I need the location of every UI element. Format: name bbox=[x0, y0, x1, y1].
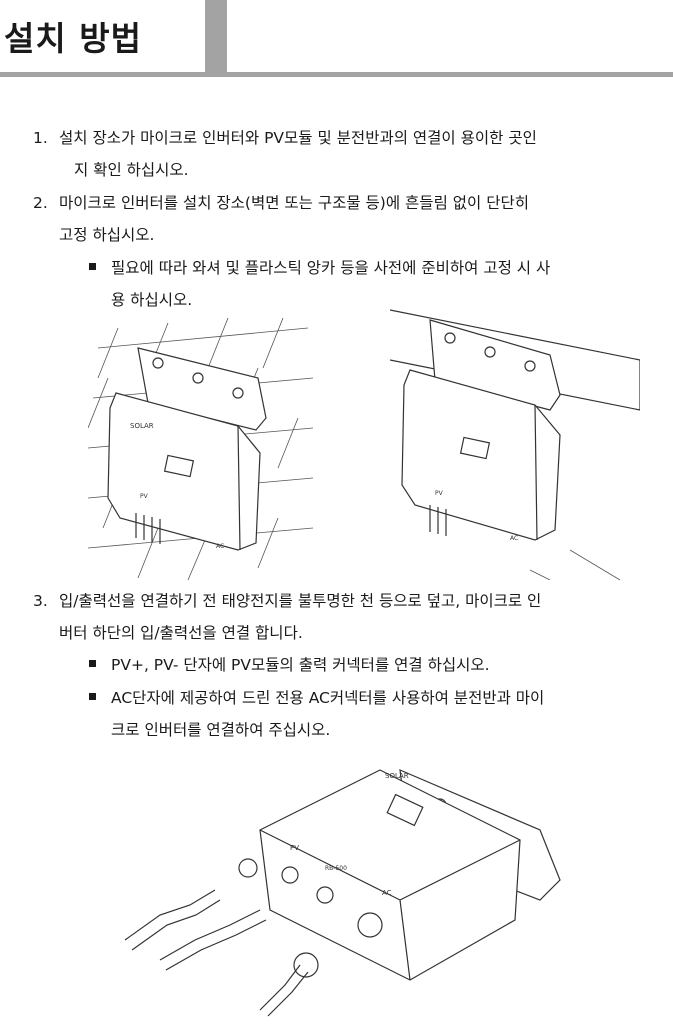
pv-label: PV bbox=[140, 493, 149, 500]
ac-label: AC bbox=[382, 889, 392, 897]
ac-label: AC bbox=[216, 543, 224, 550]
brand-label: SOLAR bbox=[130, 422, 154, 430]
step-text-line: 설치 장소가 마이크로 인버터와 PV모듈 및 분전반과의 연결이 용이한 곳인 bbox=[59, 129, 537, 147]
pv-label: PV bbox=[435, 490, 444, 497]
step-text-line: 고정 하십시오. bbox=[59, 226, 155, 244]
step-text-line: 마이크로 인버터를 설치 장소(벽면 또는 구조물 등)에 흔들림 없이 단단히 bbox=[59, 194, 529, 212]
connector-illustration: SOLAR PV RB-500 AC bbox=[124, 769, 561, 1017]
bullet-text-line: 용 하십시오. bbox=[111, 291, 193, 309]
page-title: 설치 방법 bbox=[4, 19, 142, 58]
brand-label: SOLAR bbox=[385, 772, 409, 780]
bullet-square bbox=[89, 693, 96, 700]
step-text-line: 지 확인 하십시오. bbox=[74, 161, 189, 179]
bullet-text-line: 필요에 따라 와셔 및 플라스틱 앙카 등을 사전에 준비하여 고정 시 사 bbox=[111, 259, 551, 277]
step-text-line: 버터 하단의 입/출력선을 연결 합니다. bbox=[59, 624, 303, 642]
model-label: RB-500 bbox=[325, 865, 347, 872]
step-number: 2. bbox=[33, 194, 48, 212]
header-accent-block bbox=[205, 0, 227, 72]
bullet-text-line: PV+, PV- 단자에 PV모듈의 출력 커넥터를 연결 하십시오. bbox=[111, 656, 490, 674]
step-number: 1. bbox=[33, 129, 48, 147]
bullet-square bbox=[89, 263, 96, 270]
bullet-text-line: AC단자에 제공하여 드린 전용 AC커넥터를 사용하여 분전반과 마이 bbox=[111, 689, 545, 707]
header-divider bbox=[0, 72, 673, 77]
bullet-square bbox=[89, 660, 96, 667]
pv-label: PV bbox=[290, 844, 299, 852]
wall-mount-illustration: SOLAR PV AC bbox=[88, 318, 314, 580]
ac-label: AC bbox=[510, 535, 518, 542]
step-text-line: 입/출력선을 연결하기 전 태양전지를 불투명한 천 등으로 덮고, 마이크로 … bbox=[59, 592, 542, 610]
bullet-text-line: 크로 인버터를 연결하여 주십시오. bbox=[111, 721, 331, 739]
step-number: 3. bbox=[33, 592, 48, 610]
beam-mount-illustration: PV AC bbox=[390, 309, 640, 580]
